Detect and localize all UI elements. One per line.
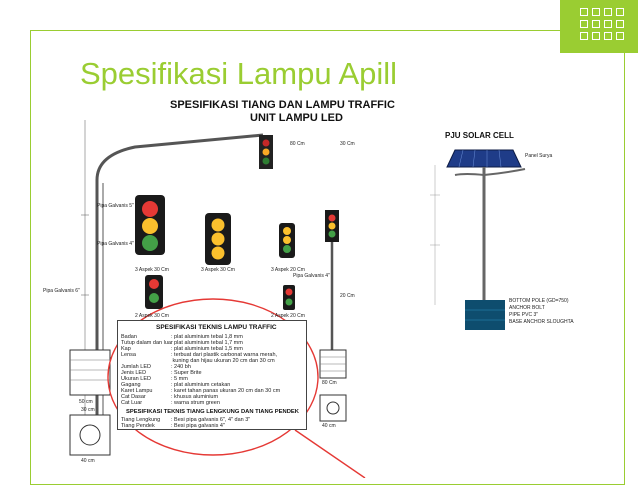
spec-value: : Besi pipa galvanis 4" [171, 423, 225, 429]
spec-key: Tiang Pendek [121, 423, 155, 429]
label-3-aspek-20: 3 Aspek 20 Cm [271, 267, 305, 273]
spec-value: : Besi pipa galvanis 6", 4" dan 3" [171, 417, 251, 423]
spec-row: Jenis LED : Super Brite [121, 370, 202, 376]
spec-value: : warna strum green [171, 400, 220, 406]
highlight-ellipse [107, 298, 319, 456]
label-dim-40: 40 cm [81, 458, 95, 464]
spec-value: : karet tahan panas ukuran 20 cm dan 30 … [171, 388, 281, 394]
spec-row: Kap : plat aluminium tebal 1,5 mm [121, 346, 243, 352]
spec-key: Jenis LED [121, 370, 147, 376]
technical-drawing: SPESIFIKASI TIANG DAN LAMPU TRAFFIC UNIT… [35, 95, 605, 478]
label-dim-50: 50 cm [79, 399, 93, 405]
lamp-2-aspect-30 [145, 275, 163, 309]
spec-row: Karet Lampu : karet tahan panas ukuran 20… [121, 388, 280, 394]
label-2-aspek-20: 2 Aspek 20 Cm [271, 313, 305, 319]
spec-key: Tutup dalam dan luar [121, 340, 173, 346]
label-dim-30: 30 Cm [340, 141, 355, 147]
spec-row: Lensa : terbuat dari plastik carbonat war… [121, 352, 277, 358]
spec-value: : plat aluminium cetakan [171, 382, 231, 388]
spec-value: : terbuat dari plastik carbonat warna me… [171, 352, 278, 358]
spec-row: Tutup dalam dan luar: plat aluminium teb… [121, 340, 243, 346]
spec-value: kuning dan hijau ukuran 20 cm dan 30 cm [171, 358, 275, 364]
label-anchor-bolt: ANCHOR BOLT [509, 305, 545, 311]
label-pipa-galvanis-4: Pipa Galvanis 4" [97, 241, 134, 247]
spec-key: Ukuran LED [121, 376, 151, 382]
label-pipa-galvanis-5: Pipa Galvanis 5" [97, 203, 134, 209]
spec-value: : 240 bh [171, 364, 191, 370]
pole-foundation [69, 349, 111, 456]
pju-title: PJU SOLAR CELL [445, 131, 514, 140]
spec-row: Ukuran LED : 5 mm [121, 376, 188, 382]
label-3-aspek-30: 3 Aspek 30 Cm [135, 267, 169, 273]
lamp-3-aspect-20 [279, 223, 295, 258]
lamp-3-aspect-30-b [205, 213, 231, 265]
label-panel-surya: Panel Surya [525, 153, 553, 159]
spec-value: : plat aluminium tebal 1,7 mm [171, 340, 243, 346]
label-base-anchor: BASE ANCHOR SLOUGHTA [509, 319, 574, 325]
drawing-heading: SPESIFIKASI TIANG DAN LAMPU TRAFFIC [170, 99, 395, 111]
label-pipa-galvanis-6: Pipa Galvanis 6" [43, 288, 80, 294]
spec-value: : khusus aluminium [171, 394, 219, 400]
label-3-aspek-30b: 3 Aspek 30 Cm [201, 267, 235, 273]
spec-key: Jumlah LED [121, 364, 151, 370]
lamp-3-aspect-30-a [135, 195, 165, 255]
spec-key: Cat Luar [121, 400, 143, 406]
drawing-svg [69, 120, 526, 478]
spec-key: Lensa [121, 352, 136, 358]
label-dim-20: 20 Cm [340, 293, 355, 299]
spec-key: Badan [121, 334, 137, 340]
drawing-subheading: UNIT LAMPU LED [250, 112, 343, 124]
spec-key: Karet Lampu [121, 388, 153, 394]
spec-table: SPESIFIKASI TEKNIS LAMPU TRAFFIC Badan : … [117, 320, 307, 430]
label-pipe-pvc: PIPE PVC 3" [509, 312, 539, 318]
label-dim-30b: 30 cm [81, 407, 95, 413]
lamp-2-aspect-20 [283, 285, 295, 310]
label-bottom-pole: BOTTOM POLE (GD=750) [509, 298, 569, 304]
label-dim-80b: 80 Cm [322, 380, 337, 386]
spec-row: Tiang Lengkung : Besi pipa galvanis 6", 4… [121, 417, 250, 423]
label-dim-80: 80 Cm [290, 141, 305, 147]
highlight-pointer [294, 429, 366, 478]
short-pole [319, 210, 347, 422]
pole-lamp [259, 135, 273, 169]
spec-value: : plat aluminium tebal 1,8 mm [171, 334, 243, 340]
spec-tiang-title: SPESIFIKASI TEKNIS TIANG LENGKUNG DAN TI… [126, 409, 299, 415]
spec-row: Jumlah LED : 240 bh [121, 364, 191, 370]
spec-value: : Super Brite [171, 370, 202, 376]
spec-value: : 5 mm [171, 376, 188, 382]
spec-row: Cat Luar : warna strum green [121, 400, 220, 406]
label-pipa-galvanis-4b: Pipa Galvanis 4" [293, 273, 330, 279]
label-2-aspek-30: 2 Aspek 30 Cm [135, 313, 169, 319]
spec-row: Badan : plat aluminium tebal 1,8 mm [121, 334, 243, 340]
spec-value: : plat aluminium tebal 1,5 mm [171, 346, 243, 352]
slide-title: Spesifikasi Lampu Apill [80, 56, 398, 91]
corner-decoration [560, 0, 638, 53]
spec-row: Gagang : plat aluminium cetakan [121, 382, 230, 388]
label-dim-40b: 40 cm [322, 423, 336, 429]
spec-key: Gagang [121, 382, 141, 388]
spec-row: Cat Dasar : khusus aluminium [121, 394, 218, 400]
spec-key: Kap [121, 346, 131, 352]
spec-row: kuning dan hijau ukuran 20 cm dan 30 cm [121, 358, 275, 364]
spec-lampu-title: SPESIFIKASI TEKNIS LAMPU TRAFFIC [156, 324, 277, 331]
spec-key: Tiang Lengkung [121, 417, 161, 423]
spec-row: Tiang Pendek : Besi pipa galvanis 4" [121, 423, 225, 429]
pju-solar-pole [430, 149, 526, 330]
spec-key: Cat Dasar [121, 394, 146, 400]
